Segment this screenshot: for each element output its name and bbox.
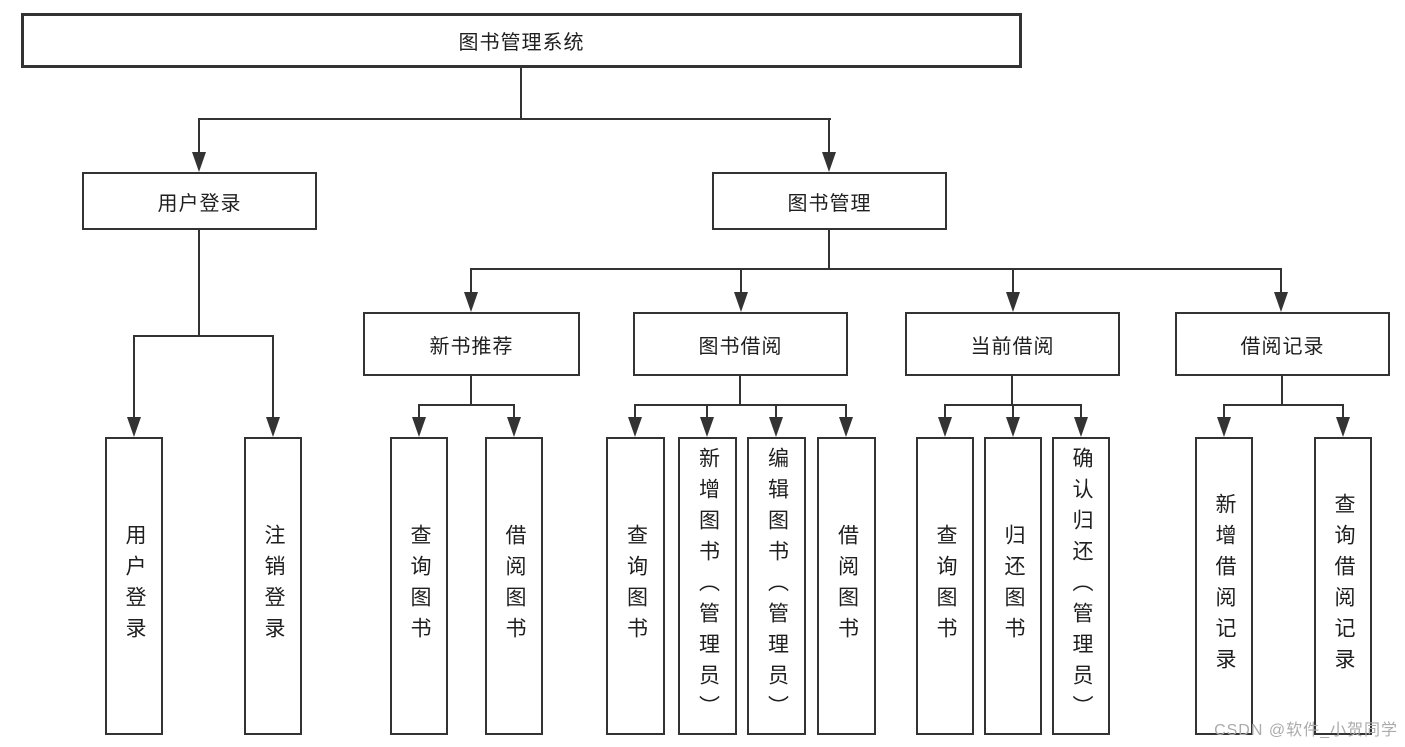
connector-user-login-bar <box>133 335 274 337</box>
connector-records-stem <box>1281 376 1283 406</box>
arrow-down-icon <box>1006 292 1020 312</box>
connector-user-login-drop-2 <box>272 335 274 419</box>
connector-borrowing-drop-4 <box>845 404 847 419</box>
connector-book-mgmt-drop-1 <box>470 268 472 294</box>
node-current-borrowing: 当前借阅 <box>905 312 1120 376</box>
connector-current-drop-3 <box>1080 404 1082 419</box>
connector-recommend-drop-2 <box>513 404 515 419</box>
connector-root-bar <box>198 118 831 120</box>
node-leaf-logout: 注销登录 <box>244 437 302 735</box>
arrow-down-icon <box>1217 417 1231 437</box>
connector-records-drop-1 <box>1223 404 1225 419</box>
node-br-add-record: 新增借阅记录 <box>1195 437 1253 735</box>
connector-root-stem <box>520 68 522 118</box>
connector-book-mgmt-stem <box>828 230 830 270</box>
arrow-down-icon <box>769 417 783 437</box>
arrow-down-icon <box>412 417 426 437</box>
connector-book-mgmt-bar <box>470 268 1282 270</box>
connector-recommend-drop-1 <box>418 404 420 419</box>
connector-records-bar <box>1223 404 1344 406</box>
node-cb-return-books: 归还图书 <box>984 437 1042 735</box>
node-leaf-user-login: 用户登录 <box>105 437 163 735</box>
node-br-query-record: 查询借阅记录 <box>1314 437 1372 735</box>
arrow-down-icon <box>266 417 280 437</box>
connector-current-drop-1 <box>944 404 946 419</box>
arrow-down-icon <box>464 292 478 312</box>
node-bb-edit-books-admin: 编辑图书（管理员） <box>747 437 806 735</box>
node-bb-add-books-admin: 新增图书（管理员） <box>678 437 737 735</box>
node-library-management-system: 图书管理系统 <box>21 13 1022 68</box>
connector-book-mgmt-drop-4 <box>1280 268 1282 294</box>
connector-book-mgmt-drop-2 <box>740 268 742 294</box>
connector-borrowing-drop-1 <box>634 404 636 419</box>
arrow-down-icon <box>192 152 206 172</box>
node-new-book-recommend: 新书推荐 <box>363 312 580 376</box>
connector-book-mgmt-drop-3 <box>1012 268 1014 294</box>
connector-user-login-drop-1 <box>133 335 135 419</box>
connector-root-drop-left <box>198 118 200 154</box>
connector-borrowing-drop-3 <box>775 404 777 419</box>
connector-root-drop-right <box>828 118 830 154</box>
connector-borrowing-stem <box>739 376 741 406</box>
arrow-down-icon <box>700 417 714 437</box>
node-cb-query-books: 查询图书 <box>916 437 974 735</box>
arrow-down-icon <box>839 417 853 437</box>
node-bb-query-books: 查询图书 <box>606 437 665 735</box>
connector-borrowing-bar <box>634 404 846 406</box>
node-rec-query-books: 查询图书 <box>390 437 448 735</box>
node-book-borrowing: 图书借阅 <box>633 312 848 376</box>
arrow-down-icon <box>734 292 748 312</box>
node-bb-borrow-books: 借阅图书 <box>817 437 876 735</box>
csdn-watermark: CSDN @软件_小贺同学 <box>1214 722 1398 739</box>
arrow-down-icon <box>1074 417 1088 437</box>
node-cb-confirm-return-admin: 确认归还（管理员） <box>1052 437 1110 735</box>
arrow-down-icon <box>1006 417 1020 437</box>
node-rec-borrow-books: 借阅图书 <box>485 437 543 735</box>
arrow-down-icon <box>938 417 952 437</box>
arrow-down-icon <box>127 417 141 437</box>
node-borrowing-records: 借阅记录 <box>1175 312 1390 376</box>
connector-borrowing-drop-2 <box>706 404 708 419</box>
arrow-down-icon <box>822 152 836 172</box>
node-book-management: 图书管理 <box>712 172 947 230</box>
connector-records-drop-2 <box>1342 404 1344 419</box>
node-user-login: 用户登录 <box>82 172 317 230</box>
connector-current-drop-2 <box>1012 404 1014 419</box>
arrow-down-icon <box>1274 292 1288 312</box>
connector-user-login-stem <box>198 230 200 337</box>
arrow-down-icon <box>507 417 521 437</box>
connector-recommend-stem <box>470 376 472 406</box>
arrow-down-icon <box>1336 417 1350 437</box>
connector-current-stem <box>1011 376 1013 406</box>
arrow-down-icon <box>628 417 642 437</box>
connector-recommend-bar <box>418 404 515 406</box>
